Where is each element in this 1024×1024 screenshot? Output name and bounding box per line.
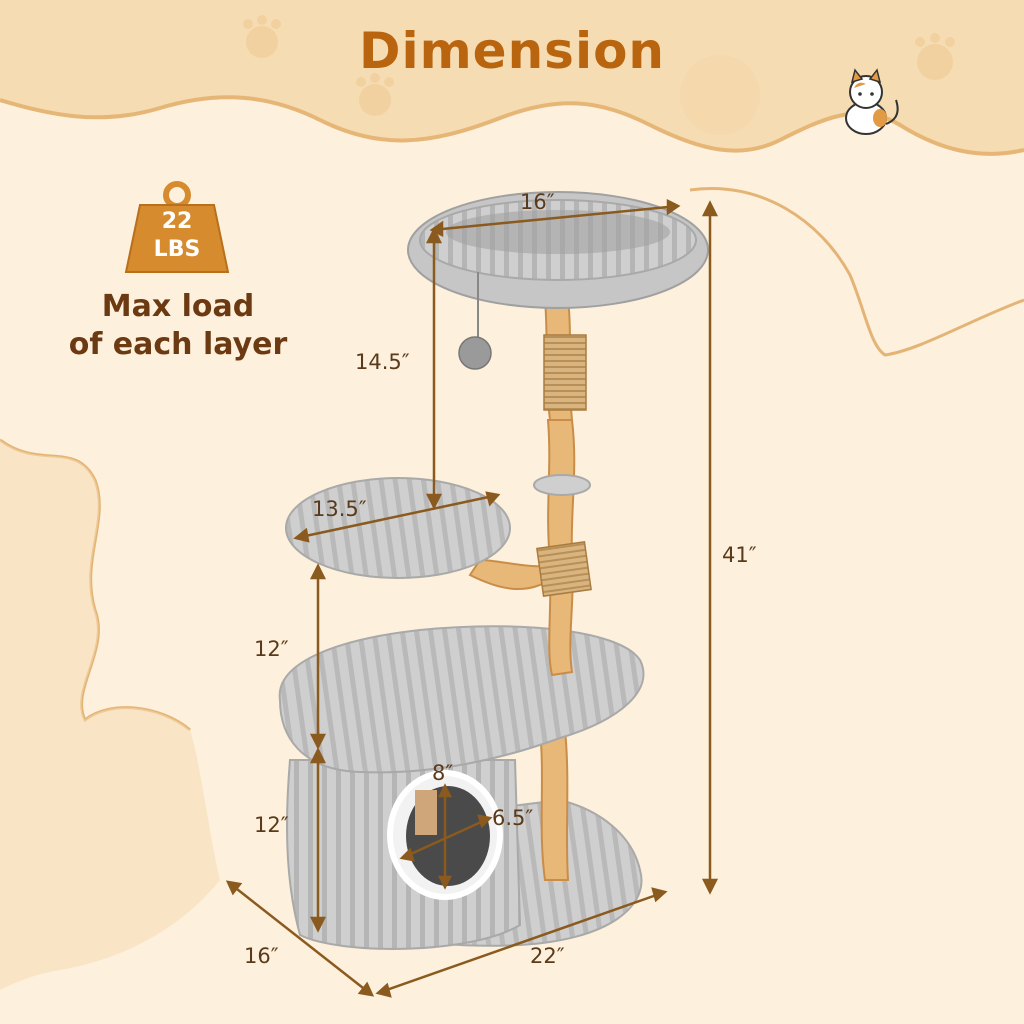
cat-tree xyxy=(278,191,709,950)
weight-value: 22 xyxy=(161,209,193,234)
dim-base-depth: 16″ xyxy=(244,944,279,968)
cat-icon xyxy=(845,68,899,135)
dimension-lines xyxy=(225,198,719,998)
dim-middle-perch-width: 13.5″ xyxy=(312,497,367,521)
max-load-line2: of each layer xyxy=(68,327,288,362)
weight-unit: LBS xyxy=(153,237,201,262)
max-load-text: Max load of each layer xyxy=(40,288,316,364)
dim-entrance-height: 8″ xyxy=(432,761,454,785)
weight-badge-icon xyxy=(124,181,230,273)
dim-base-width: 22″ xyxy=(530,944,565,968)
dim-top-height: 14.5″ xyxy=(355,350,410,374)
dim-middle-height: 12″ xyxy=(254,637,289,661)
dim-total-height: 41″ xyxy=(722,543,757,567)
left-blob xyxy=(0,440,220,990)
paw-icon xyxy=(243,15,955,135)
max-load-line1: Max load xyxy=(101,289,255,324)
dim-top-perch-width: 16″ xyxy=(520,190,555,214)
dim-bottom-height: 12″ xyxy=(254,813,289,837)
dim-entrance-width: 6.5″ xyxy=(492,806,534,830)
page-title: Dimension xyxy=(358,22,666,80)
